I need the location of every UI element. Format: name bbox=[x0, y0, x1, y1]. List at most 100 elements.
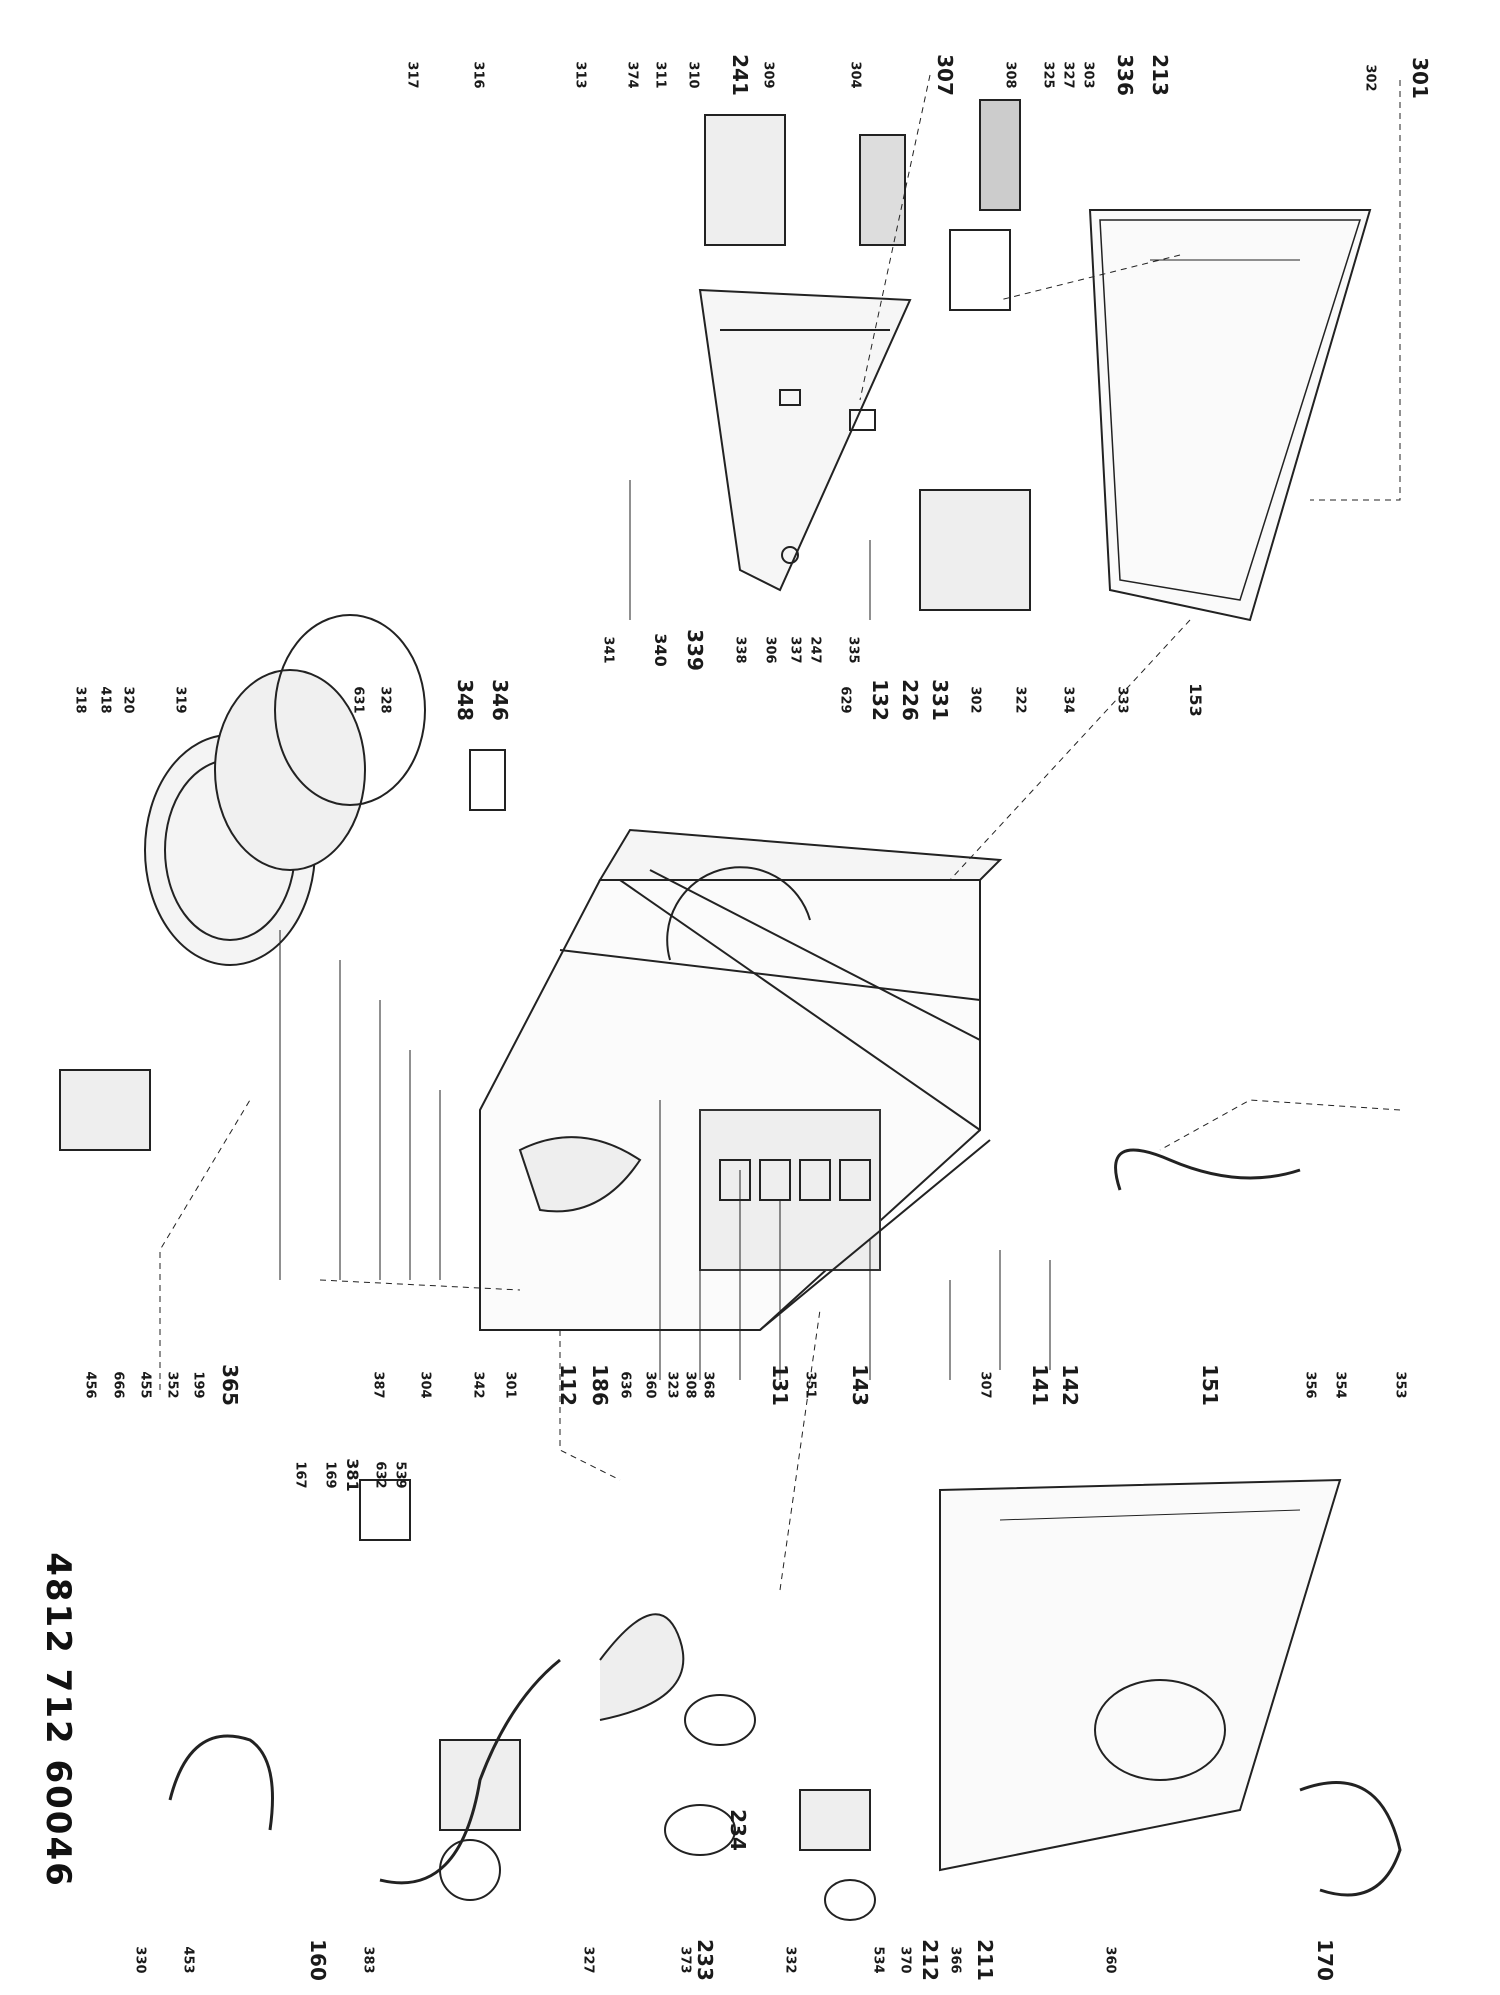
part-label-307-b: 307 bbox=[977, 1371, 993, 1399]
part-label-317: 317 bbox=[404, 61, 420, 89]
part-label-212: 212 bbox=[918, 1939, 942, 1981]
part-label-233: 233 bbox=[693, 1939, 717, 1981]
part-label-313: 313 bbox=[572, 61, 588, 89]
part-label-387: 387 bbox=[370, 1371, 386, 1399]
part-label-131: 131 bbox=[768, 1364, 792, 1406]
part-label-333: 333 bbox=[1114, 686, 1130, 714]
part-label-304-b: 304 bbox=[417, 1371, 433, 1399]
part-label-455: 455 bbox=[137, 1371, 153, 1399]
part-label-247: 247 bbox=[807, 636, 823, 664]
part-label-332: 332 bbox=[782, 1946, 798, 1974]
part-label-308-b: 308 bbox=[682, 1371, 698, 1399]
part-label-186: 186 bbox=[588, 1364, 612, 1406]
part-label-353: 353 bbox=[1392, 1371, 1408, 1399]
part-label-143: 143 bbox=[848, 1364, 872, 1406]
part-label-302-b: 302 bbox=[967, 686, 983, 714]
top-lid-panel bbox=[1088, 209, 1372, 622]
part-label-539: 539 bbox=[392, 1461, 408, 1489]
part-label-167: 167 bbox=[292, 1461, 308, 1489]
part-label-340: 340 bbox=[651, 633, 670, 667]
part-label-342: 342 bbox=[470, 1371, 486, 1399]
part-label-631: 631 bbox=[350, 686, 366, 714]
part-label-339: 339 bbox=[683, 629, 707, 671]
part-label-151: 151 bbox=[1198, 1364, 1222, 1406]
part-label-352: 352 bbox=[164, 1371, 180, 1399]
part-label-334: 334 bbox=[1060, 686, 1076, 714]
part-label-142: 142 bbox=[1058, 1364, 1082, 1406]
part-label-336: 336 bbox=[1113, 54, 1137, 96]
part-label-141: 141 bbox=[1028, 1364, 1052, 1406]
part-label-301-b: 301 bbox=[502, 1371, 518, 1399]
part-label-360: 360 bbox=[642, 1371, 658, 1399]
part-label-311: 311 bbox=[652, 61, 668, 89]
motor-pump bbox=[359, 1479, 876, 1921]
drawer-assembly bbox=[704, 99, 1031, 611]
part-label-381: 381 bbox=[343, 1458, 362, 1492]
part-label-327-b: 327 bbox=[580, 1946, 596, 1974]
part-label-456: 456 bbox=[82, 1371, 98, 1399]
part-label-356: 356 bbox=[1302, 1371, 1318, 1399]
part-label-418: 418 bbox=[97, 686, 113, 714]
part-label-629: 629 bbox=[837, 686, 853, 714]
control-panel bbox=[698, 288, 912, 592]
part-label-354: 354 bbox=[1332, 1371, 1348, 1399]
part-label-341: 341 bbox=[600, 636, 616, 664]
part-label-310: 310 bbox=[685, 61, 701, 89]
part-label-301: 301 bbox=[1408, 57, 1432, 99]
part-label-330: 330 bbox=[132, 1946, 148, 1974]
hoses bbox=[168, 1148, 1402, 1897]
part-label-331: 331 bbox=[928, 679, 952, 721]
part-label-304: 304 bbox=[847, 61, 863, 89]
part-label-534: 534 bbox=[870, 1946, 886, 1974]
part-label-153: 153 bbox=[1186, 683, 1205, 717]
part-label-335: 335 bbox=[845, 636, 861, 664]
part-label-632: 632 bbox=[372, 1461, 388, 1489]
part-label-226: 226 bbox=[898, 679, 922, 721]
part-label-337: 337 bbox=[787, 636, 803, 664]
part-label-373: 373 bbox=[677, 1946, 693, 1974]
part-label-368: 368 bbox=[700, 1371, 716, 1399]
part-label-346: 346 bbox=[488, 679, 512, 721]
part-label-320: 320 bbox=[120, 686, 136, 714]
cabinet-frame bbox=[479, 828, 1003, 1331]
part-label-132: 132 bbox=[868, 679, 892, 721]
part-label-234: 234 bbox=[726, 1809, 750, 1851]
part-label-170: 170 bbox=[1313, 1939, 1337, 1981]
part-label-169: 169 bbox=[322, 1461, 338, 1489]
part-label-241: 241 bbox=[728, 54, 752, 96]
part-label-383: 383 bbox=[360, 1946, 376, 1974]
part-label-319: 319 bbox=[172, 686, 188, 714]
base-plate bbox=[939, 1478, 1342, 1872]
part-label-370: 370 bbox=[897, 1946, 913, 1974]
door-assembly bbox=[59, 614, 506, 1151]
part-label-328: 328 bbox=[377, 686, 393, 714]
part-label-325: 325 bbox=[1040, 61, 1056, 89]
part-label-366: 366 bbox=[947, 1946, 963, 1974]
part-label-302: 302 bbox=[1362, 64, 1378, 92]
part-label-308: 308 bbox=[1002, 61, 1018, 89]
part-label-316: 316 bbox=[470, 61, 486, 89]
part-label-365: 365 bbox=[218, 1364, 242, 1406]
part-label-322: 322 bbox=[1012, 686, 1028, 714]
leader-lines bbox=[159, 74, 1401, 1591]
part-label-323: 323 bbox=[664, 1371, 680, 1399]
part-label-211: 211 bbox=[973, 1939, 997, 1981]
part-label-306: 306 bbox=[762, 636, 778, 664]
part-label-351: 351 bbox=[802, 1371, 818, 1399]
part-label-112: 112 bbox=[556, 1364, 580, 1406]
part-label-666: 666 bbox=[110, 1371, 126, 1399]
part-label-199: 199 bbox=[190, 1371, 206, 1399]
part-label-303: 303 bbox=[1080, 61, 1096, 89]
part-label-374: 374 bbox=[624, 61, 640, 89]
part-label-160: 160 bbox=[306, 1939, 330, 1981]
part-label-213: 213 bbox=[1148, 54, 1172, 96]
part-label-309: 309 bbox=[760, 61, 776, 89]
part-label-453: 453 bbox=[180, 1946, 196, 1974]
part-label-327: 327 bbox=[1060, 61, 1076, 89]
document-number: 4812 712 60046 bbox=[38, 1552, 78, 1888]
part-label-360-b: 360 bbox=[1102, 1946, 1118, 1974]
part-label-318: 318 bbox=[72, 686, 88, 714]
part-label-338: 338 bbox=[732, 636, 748, 664]
